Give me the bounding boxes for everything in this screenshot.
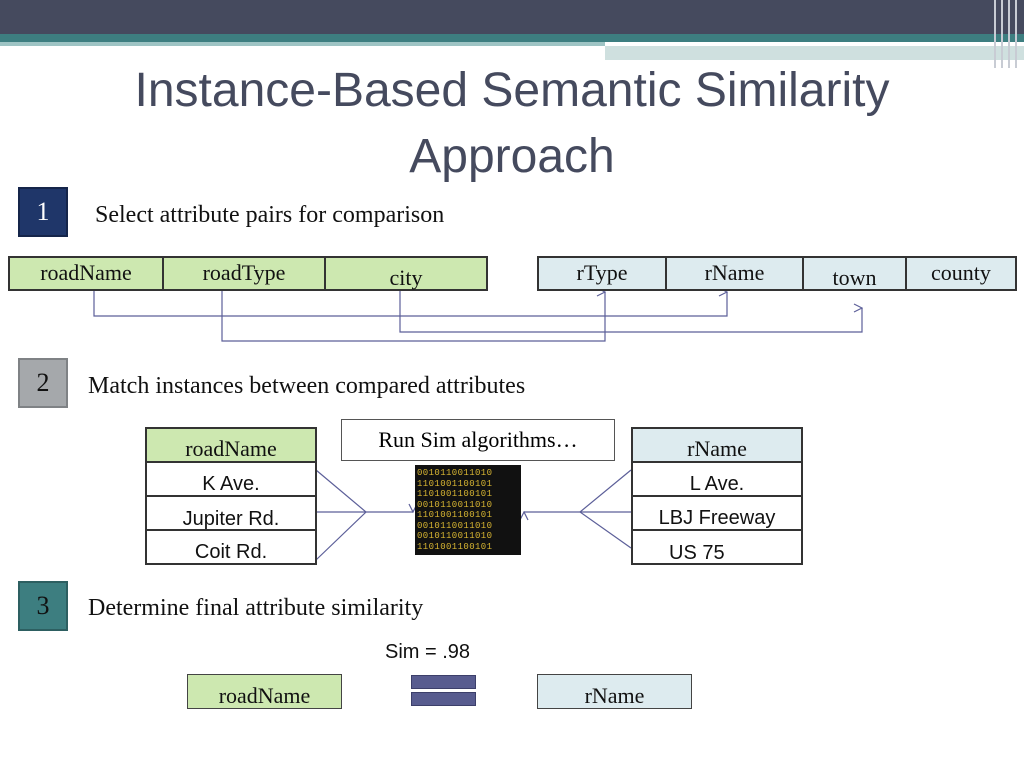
step-3-badge: 3	[18, 581, 68, 631]
similarity-score: Sim = .98	[385, 641, 471, 663]
slide-title: Instance-Based Semantic Similarity Appro…	[134, 64, 890, 183]
target-attr-rtype: rType	[537, 256, 667, 291]
header-divider	[1001, 0, 1003, 68]
binary-line: 0010110011010	[417, 520, 493, 531]
header-divider	[1015, 0, 1017, 68]
binary-code-image: 0010110011010 1101001100101 110100110010…	[415, 465, 521, 555]
match-right-header: rName	[631, 427, 803, 463]
fan-right	[579, 469, 632, 549]
equals-bar-bottom	[411, 692, 476, 706]
binary-line: 0010110011010	[417, 531, 493, 541]
binary-line: 1101001100101	[417, 541, 493, 552]
header-bar	[0, 0, 1024, 34]
connector-roadtype-rtype	[221, 290, 605, 342]
header-accent-stripe-right	[605, 46, 1024, 60]
connector-city-town	[399, 290, 862, 333]
connector-roadname-rname	[93, 290, 727, 317]
match-right-value: US 75	[631, 529, 803, 565]
match-right-value: LBJ Freeway	[631, 495, 803, 531]
step-2-text: Match instances between compared attribu…	[88, 373, 526, 399]
step-1-badge: 1	[18, 187, 68, 237]
result-right-attribute: rName	[537, 674, 692, 709]
result-left-attribute: roadName	[187, 674, 342, 709]
algorithm-label-box: Run Sim algorithms…	[341, 419, 615, 461]
source-attr-roadname: roadName	[8, 256, 164, 291]
source-attr-roadtype: roadType	[162, 256, 326, 291]
target-attr-town: town	[802, 256, 907, 291]
match-left-header: roadName	[145, 427, 317, 463]
match-left-value: Jupiter Rd.	[145, 495, 317, 531]
equals-bar-top	[411, 675, 476, 689]
match-right-value: L Ave.	[631, 461, 803, 497]
header-accent-bar	[0, 34, 1024, 42]
target-attr-rname: rName	[665, 256, 804, 291]
step-2-badge: 2	[18, 358, 68, 408]
header-divider	[1008, 0, 1010, 68]
binary-line: 0010110011010	[417, 499, 493, 510]
source-attr-city: city	[324, 256, 488, 291]
step-3-text: Determine final attribute similarity	[88, 595, 424, 621]
header-accent-stripe	[0, 42, 605, 46]
binary-line: 1101001100101	[417, 478, 493, 489]
binary-line: 1101001100101	[417, 489, 493, 499]
binary-line: 0010110011010	[417, 468, 493, 478]
binary-line: 1101001100101	[417, 510, 493, 520]
header-divider	[994, 0, 996, 68]
step-1-text: Select attribute pairs for comparison	[95, 202, 445, 228]
fan-left	[315, 469, 367, 561]
match-left-value: Coit Rd.	[145, 529, 317, 565]
target-attr-county: county	[905, 256, 1017, 291]
match-left-value: K Ave.	[145, 461, 317, 497]
